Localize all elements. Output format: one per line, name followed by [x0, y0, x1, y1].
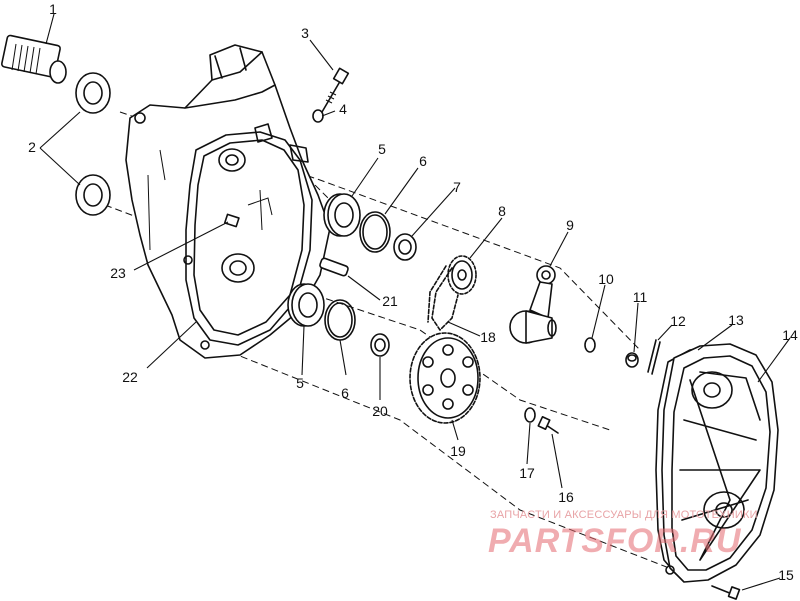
watermark-tagline: ЗАПЧАСТИ И АКСЕССУАРЫ ДЛЯ МОТОТЕХНИКИ [490, 509, 758, 521]
watermark: ЗАПЧАСТИ И АКСЕССУАРЫ ДЛЯ МОТОТЕХНИКИ PA… [488, 509, 758, 560]
callout-18: 18 [480, 329, 496, 345]
part-oring-lower [324, 299, 356, 341]
part-spacer [393, 233, 417, 261]
part-chaincase-cover [661, 343, 779, 583]
part-input-shaft [0, 34, 67, 84]
leader-lines [39, 13, 791, 591]
callout-10: 10 [598, 271, 614, 287]
part-oring-upper [359, 211, 391, 253]
watermark-brand: PARTSFOR.RU [488, 522, 742, 560]
part-cotter-pin [647, 339, 661, 375]
callout-14: 14 [782, 327, 798, 343]
part-nut [625, 352, 639, 368]
callout-12: 12 [670, 313, 686, 329]
callout-6-lower: 6 [341, 385, 349, 401]
callout-23: 23 [110, 265, 126, 281]
part-cover-bolt [711, 585, 741, 600]
callout-4: 4 [339, 101, 347, 117]
callout-7: 7 [453, 179, 461, 195]
part-bolt [321, 67, 350, 113]
part-washer-10 [584, 337, 596, 353]
callout-8: 8 [498, 203, 506, 219]
part-chain [427, 265, 459, 331]
callout-9: 9 [566, 217, 574, 233]
callout-20: 20 [372, 403, 388, 419]
callout-5-upper: 5 [378, 141, 386, 157]
part-top-sprocket [447, 255, 477, 295]
part-bolt-16 [537, 415, 559, 434]
part-seal-lower [75, 174, 111, 216]
callout-16: 16 [558, 489, 574, 505]
callout-11: 11 [633, 289, 648, 305]
part-bearing-upper [323, 193, 361, 237]
callout-17: 17 [519, 465, 535, 481]
part-chain-tensioner [509, 265, 557, 344]
callout-13: 13 [728, 312, 744, 328]
part-bottom-sprocket [409, 332, 481, 424]
part-washer-20 [370, 333, 390, 357]
callout-5-lower: 5 [296, 375, 304, 391]
part-pin [319, 257, 349, 277]
part-chaincase-housing [125, 44, 331, 359]
part-washer-small [312, 109, 324, 123]
part-bearing-lower [287, 283, 325, 327]
callout-6-upper: 6 [419, 153, 427, 169]
part-dowel-pin [223, 213, 240, 228]
callout-labels: 1 2 3 4 5 6 7 8 9 10 11 12 13 14 15 16 1… [28, 1, 798, 583]
callout-21: 21 [382, 293, 398, 309]
callout-1: 1 [49, 1, 57, 17]
callout-22: 22 [122, 369, 138, 385]
callout-2: 2 [28, 139, 36, 155]
callout-15: 15 [778, 567, 794, 583]
callout-19: 19 [450, 443, 466, 459]
callout-3: 3 [301, 25, 309, 41]
part-washer-17 [524, 407, 536, 423]
part-seal-upper [75, 72, 111, 114]
